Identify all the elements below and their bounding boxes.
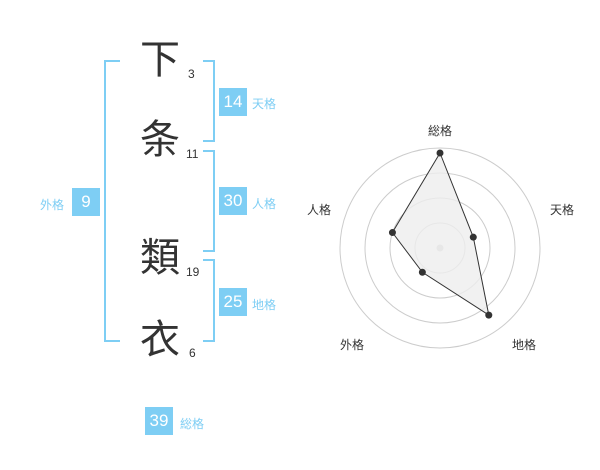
radar-axis-label-soukaku: 総格 <box>428 124 453 138</box>
chikaku-value: 25 <box>219 288 247 316</box>
stroke-count-4: 6 <box>189 346 196 360</box>
soukaku-value: 39 <box>145 407 173 435</box>
tenkaku-label: 天格 <box>252 97 277 111</box>
radar-axis-label-chikaku: 地格 <box>512 338 537 352</box>
gaikaku-bracket <box>104 60 120 342</box>
radar-point-3 <box>485 311 493 319</box>
tenkaku-value: 14 <box>219 88 247 116</box>
soukaku-label: 総格 <box>180 417 205 431</box>
radar-grid-ring <box>339 147 541 349</box>
radar-axis-label-jinkaku: 人格 <box>307 203 332 217</box>
stroke-count-3: 19 <box>186 265 200 279</box>
jinkaku-bracket <box>203 150 215 252</box>
jinkaku-label: 人格 <box>252 197 277 211</box>
name-char-1: 下 <box>140 37 180 83</box>
gaikaku-value: 9 <box>72 188 100 216</box>
name-char-3: 類 <box>140 235 180 281</box>
radar-axis-label-tenkaku: 天格 <box>550 203 575 217</box>
radar-point-4 <box>418 268 426 276</box>
stroke-count-2: 11 <box>186 147 199 161</box>
chikaku-label: 地格 <box>252 298 277 312</box>
name-char-4: 衣 <box>140 317 180 363</box>
jinkaku-value: 30 <box>219 187 247 215</box>
radar-point-1 <box>436 149 444 157</box>
gaikaku-label: 外格 <box>40 198 65 212</box>
chikaku-bracket <box>203 259 215 342</box>
tenkaku-bracket <box>203 60 215 142</box>
radar-point-2 <box>469 233 477 241</box>
radar-axis-label-gaikaku: 外格 <box>340 338 365 352</box>
radar-point-5 <box>388 229 396 237</box>
name-char-2: 条 <box>140 117 180 163</box>
stroke-count-1: 3 <box>188 67 195 81</box>
radar-data-polygon <box>391 151 490 317</box>
